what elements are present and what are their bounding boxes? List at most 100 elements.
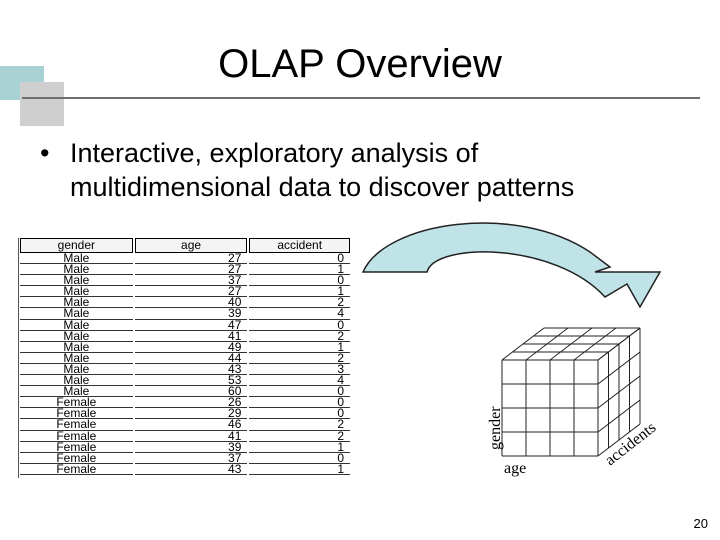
cell-gender: Female (20, 452, 133, 464)
cell-accident: 2 (249, 330, 350, 342)
cell-age: 27 (134, 252, 248, 265)
data-cube-diagram: gender age accidents (487, 327, 659, 477)
cell-accident: 0 (249, 452, 350, 464)
cell-gender: Male (20, 263, 133, 276)
cell-gender: Male (20, 352, 133, 364)
cell-accident: 0 (249, 396, 350, 409)
cell-age: 37 (134, 274, 248, 287)
table-header-row: gender age accident (20, 238, 350, 253)
corner-decoration-gray (20, 82, 64, 126)
curved-arrow-shape (361, 222, 662, 309)
curved-arrow (361, 222, 662, 309)
cell-age: 41 (134, 429, 248, 442)
cell-gender: Male (20, 274, 133, 287)
title-underline (22, 97, 700, 99)
cell-accident: 0 (249, 407, 350, 420)
cell-accident: 0 (249, 274, 350, 287)
cell-accident: 1 (249, 341, 350, 353)
cell-age: 46 (134, 418, 248, 431)
cell-age: 39 (134, 441, 248, 453)
cell-gender: Male (20, 252, 133, 265)
column-header-accident: accident (249, 238, 350, 253)
cell-age: 43 (134, 463, 248, 475)
cell-gender: Female (20, 418, 133, 431)
cell-gender: Male (20, 296, 133, 309)
cube-grid-line (597, 399, 641, 433)
cell-accident: 2 (249, 352, 350, 364)
cell-age: 49 (134, 341, 248, 353)
cell-age: 27 (134, 263, 248, 276)
cell-accident: 1 (249, 263, 350, 276)
cell-gender: Male (20, 307, 133, 320)
cell-gender: Male (20, 330, 133, 342)
cell-accident: 4 (249, 374, 350, 387)
cell-gender: Female (20, 396, 133, 409)
cell-accident: 2 (249, 429, 350, 442)
axis-label-gender: gender (487, 406, 504, 450)
bullet-marker: • (40, 138, 50, 168)
cell-gender: Female (20, 441, 133, 453)
cell-gender: Female (20, 463, 133, 475)
axis-label-age: age (504, 460, 526, 477)
axis-label-accidents: accidents (602, 419, 659, 469)
cell-accident: 2 (249, 296, 350, 309)
cell-age: 47 (134, 319, 248, 331)
cell-gender: Female (20, 407, 133, 420)
slide-title: OLAP Overview (218, 42, 502, 86)
cell-accident: 0 (249, 252, 350, 265)
table-left-border (18, 238, 22, 478)
cell-age: 40 (134, 296, 248, 309)
column-header-age: age (134, 238, 248, 253)
cell-age: 39 (134, 307, 248, 320)
cell-accident: 4 (249, 307, 350, 320)
cell-age: 26 (134, 396, 248, 409)
column-header-gender: gender (20, 238, 133, 253)
cell-accident: 3 (249, 363, 350, 376)
cell-gender: Male (20, 319, 133, 331)
cell-accident: 2 (249, 418, 350, 431)
cell-gender: Male (20, 285, 133, 298)
bullet-text: Interactive, exploratory analysis of mul… (70, 138, 575, 202)
cell-age: 27 (134, 285, 248, 298)
cube-grid-line (573, 327, 617, 361)
cell-gender: Female (20, 429, 133, 442)
cell-accident: 1 (249, 285, 350, 298)
cell-age: 43 (134, 363, 248, 376)
cell-age: 44 (134, 352, 248, 364)
cell-age: 53 (134, 374, 248, 387)
cell-gender: Male (20, 385, 133, 398)
cell-accident: 0 (249, 319, 350, 331)
cube-grid-line (597, 423, 641, 457)
cell-age: 37 (134, 452, 248, 464)
cell-accident: 0 (249, 385, 350, 398)
cell-age: 60 (134, 385, 248, 398)
cell-age: 29 (134, 407, 248, 420)
page-number: 20 (693, 516, 708, 531)
cell-gender: Male (20, 341, 133, 353)
cell-age: 41 (134, 330, 248, 342)
cell-gender: Male (20, 363, 133, 376)
cell-accident: 1 (249, 463, 350, 475)
cell-gender: Male (20, 374, 133, 387)
